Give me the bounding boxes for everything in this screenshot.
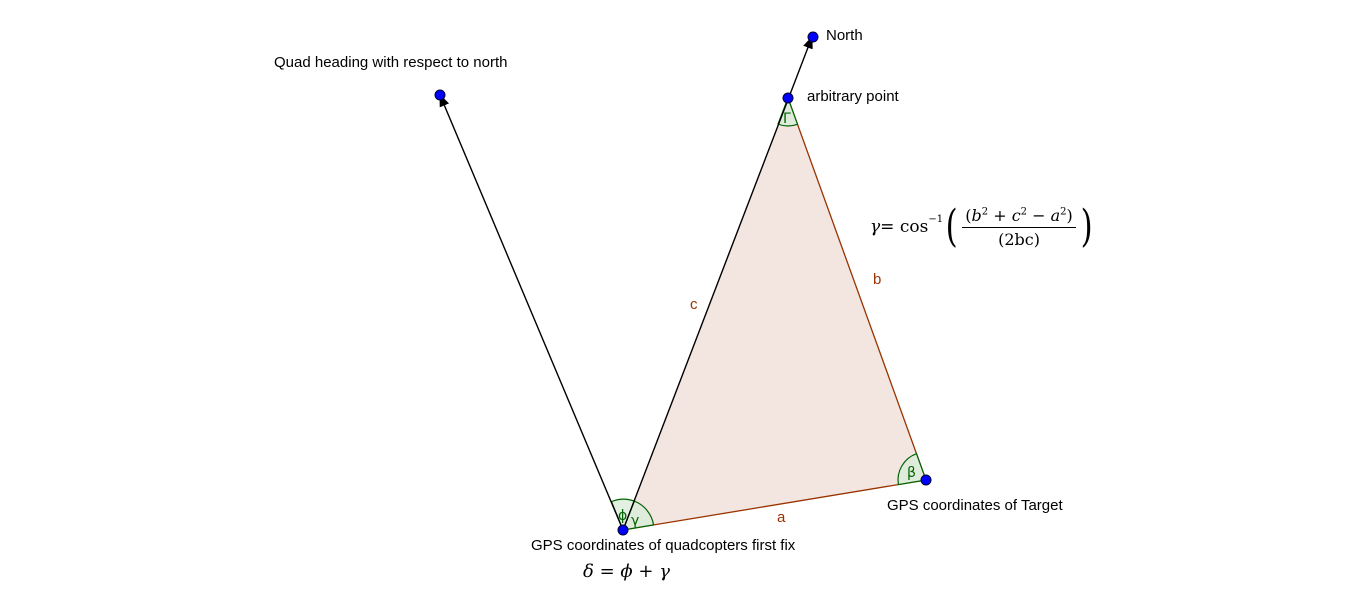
segment-b[interactable] <box>787 97 927 481</box>
point-north[interactable] <box>807 31 819 43</box>
gamma-formula-close-paren: ) <box>1080 201 1093 252</box>
delta-formula: δ = ϕ + γ <box>583 561 670 582</box>
delta-formula-eq: = <box>593 561 621 582</box>
delta-formula-plus: + <box>632 561 660 582</box>
label-arbitrary-point: arbitrary point <box>807 88 900 105</box>
label-angle-gamma: γ <box>631 513 639 529</box>
segment-c-vector[interactable] <box>622 35 813 531</box>
label-north: North <box>826 27 863 44</box>
gamma-formula-numerator: (b2 + c2 − a2) <box>962 206 1076 228</box>
label-target: GPS coordinates of Target <box>887 497 1063 514</box>
label-angle-beta: β <box>907 465 916 481</box>
gamma-formula-inverse: −1 <box>928 213 944 225</box>
label-segment-c: c <box>690 296 698 313</box>
delta-formula-phi: ϕ <box>620 561 633 582</box>
point-quad-heading[interactable] <box>434 89 446 101</box>
gamma-formula-lhs: γ <box>870 217 881 237</box>
label-angle-top: Γ <box>783 111 791 127</box>
gamma-formula-open-paren: ( <box>945 201 958 252</box>
label-first-fix: GPS coordinates of quadcopters first fix <box>531 537 796 554</box>
gamma-formula-denominator: (2bc) <box>998 229 1040 249</box>
point-first-fix[interactable] <box>617 524 629 536</box>
label-segment-b: b <box>873 271 881 288</box>
gamma-formula-fraction: (b2 + c2 − a2) (2bc) <box>962 206 1076 249</box>
label-angle-phi: ϕ <box>618 508 627 524</box>
delta-formula-gamma: γ <box>659 561 670 582</box>
point-target[interactable] <box>920 474 932 486</box>
segment-a[interactable] <box>622 479 927 531</box>
angle-beta-arc <box>897 452 927 486</box>
point-arbitrary[interactable] <box>782 92 794 104</box>
label-segment-a: a <box>777 509 786 526</box>
delta-formula-lhs: δ <box>583 561 594 582</box>
triangle-fill <box>623 98 926 530</box>
gamma-formula-cos: = cos <box>880 217 929 237</box>
gamma-formula: γ = cos−1 ( (b2 + c2 − a2) (2bc) ) <box>870 202 1095 252</box>
quad-heading-vector[interactable] <box>439 93 624 531</box>
label-quad-heading: Quad heading with respect to north <box>274 54 507 71</box>
